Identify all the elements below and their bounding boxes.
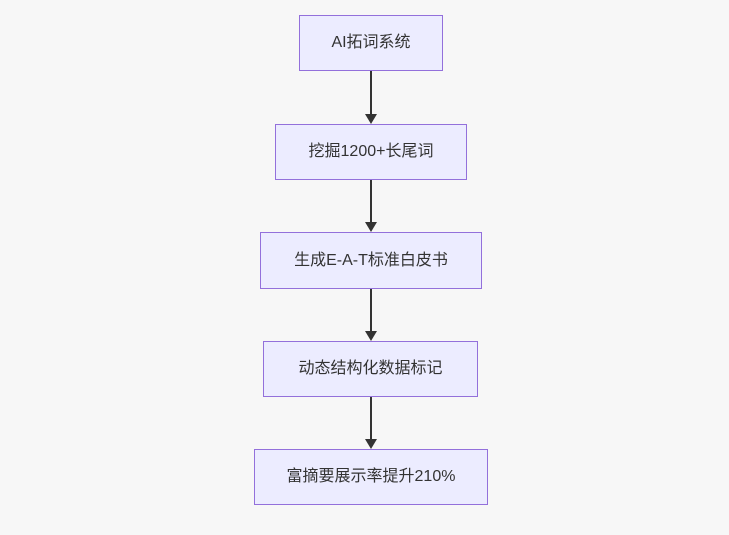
flow-node-generate-eat-whitepaper: 生成E-A-T标准白皮书: [260, 232, 482, 289]
arrowhead-down-icon: [365, 439, 377, 449]
flow-node-label: 动态结构化数据标记: [298, 360, 443, 378]
flow-node-ai-word-expansion-system: AI拓词系统: [299, 15, 443, 71]
flow-node-dynamic-structured-data-markup: 动态结构化数据标记: [263, 341, 478, 397]
flow-node-rich-snippet-rate-increase: 富摘要展示率提升210%: [254, 449, 488, 505]
flow-node-label: 富摘要展示率提升210%: [286, 468, 456, 486]
flow-node-mine-longtail-keywords: 挖掘1200+长尾词: [275, 124, 467, 180]
flow-node-label: 生成E-A-T标准白皮书: [294, 251, 448, 269]
flow-edge-n1-n2: [370, 71, 372, 115]
arrowhead-down-icon: [365, 114, 377, 124]
flow-edge-n2-n3: [370, 180, 372, 223]
arrowhead-down-icon: [365, 222, 377, 232]
flow-node-label: AI拓词系统: [331, 34, 411, 52]
arrowhead-down-icon: [365, 331, 377, 341]
flow-edge-n3-n4: [370, 289, 372, 332]
flow-node-label: 挖掘1200+长尾词: [308, 143, 434, 161]
flow-edge-n4-n5: [370, 397, 372, 440]
